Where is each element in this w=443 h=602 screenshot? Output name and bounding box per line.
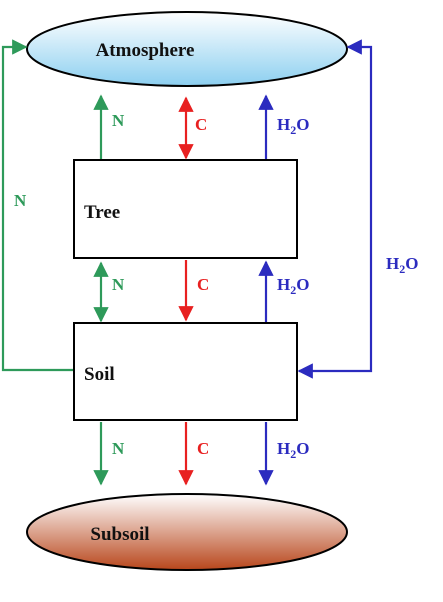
tree-label: Tree: [84, 202, 120, 223]
c-label-tree-atmosphere: C: [195, 115, 207, 134]
soil-node: [73, 322, 298, 421]
c-label-soil-subsoil: C: [197, 439, 209, 458]
n-label-tree-atmosphere: N: [112, 111, 125, 130]
n-label-soil-subsoil: N: [112, 439, 125, 458]
subsoil-node: [26, 493, 348, 571]
atmosphere-label: Atmosphere: [96, 40, 195, 61]
soil-label: Soil: [84, 364, 115, 385]
h2o-label-soil-subsoil: H2O: [277, 439, 309, 461]
n-loop-soil-to-atmosphere: [1, 39, 73, 372]
h2o-label-tree-atmosphere: H2O: [277, 115, 309, 137]
subsoil-label: Subsoil: [90, 524, 149, 545]
h2o-label-right-loop: H2O: [386, 254, 418, 276]
c-label-soil-tree: C: [197, 275, 209, 294]
h2o-label-soil-tree: H2O: [277, 275, 309, 297]
h2o-loop-atmosphere-to-soil: [297, 39, 373, 379]
n-label-soil-tree: N: [112, 275, 125, 294]
n-label-left-loop: N: [14, 191, 27, 210]
tree-node: [73, 159, 298, 259]
